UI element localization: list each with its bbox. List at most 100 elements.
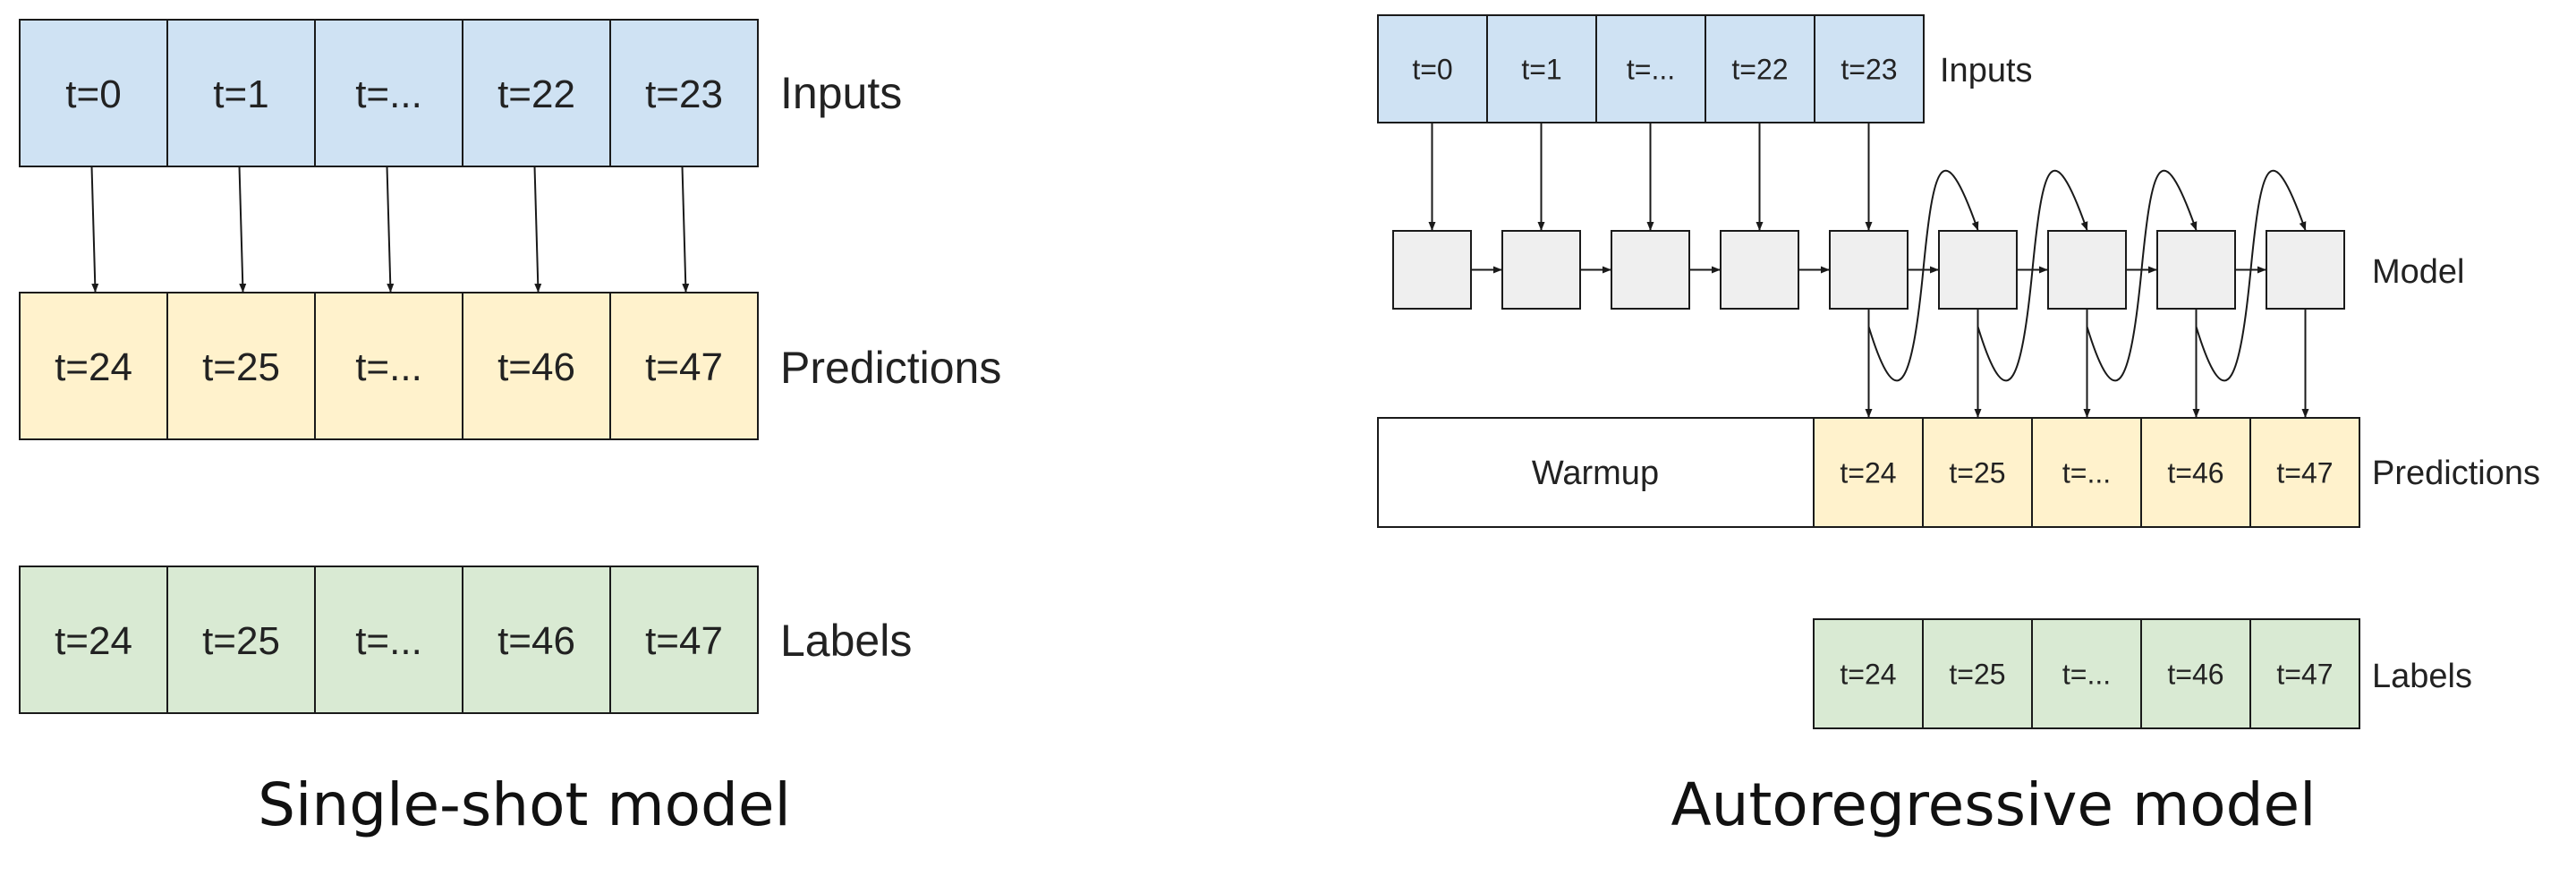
autoregressive-label-cell-text: t=47 — [2276, 659, 2333, 691]
single-shot-diagram: t=0 t=1 t=... t=22 t=23 Inputs t=24 t=25 t=...… — [19, 19, 1001, 839]
model-step-box — [1829, 230, 1909, 310]
autoregressive-labels-label: Labels — [2372, 658, 2472, 695]
feedback-loop-arrow — [2195, 169, 2307, 382]
autoregressive-input-cell — [1814, 14, 1925, 123]
autoregressive-input-cell — [1595, 14, 1706, 123]
autoregressive-prediction-cell-text: t=25 — [1949, 457, 2005, 489]
single-shot-input-cell — [166, 19, 316, 167]
single-shot-caption: Single-shot model — [258, 770, 791, 839]
model-step-box — [2266, 230, 2345, 310]
feedback-loop-arrow — [2086, 169, 2198, 382]
autoregressive-prediction-cell-text: t=... — [2062, 457, 2111, 489]
autoregressive-inputs-row: t=0 t=1 t=... t=22 t=23 — [1377, 14, 1925, 123]
single-shot-inputs-row: t=0 t=1 t=... t=22 t=23 — [19, 19, 759, 167]
model-step-box — [1720, 230, 1799, 310]
single-shot-prediction-cell-text: t=24 — [55, 345, 132, 389]
model-step-box — [2047, 230, 2127, 310]
autoregressive-feedback-loops — [1867, 169, 2307, 382]
model-step-box — [1392, 230, 1472, 310]
single-shot-label-cell-text: t=46 — [497, 619, 575, 663]
autoregressive-predictions-label: Predictions — [2372, 455, 2540, 492]
autoregressive-input-cell-text: t=0 — [1412, 54, 1452, 86]
single-shot-prediction-cell — [166, 292, 316, 440]
single-shot-label-cell-text: t=25 — [202, 619, 280, 663]
autoregressive-prediction-cell — [2140, 417, 2251, 528]
autoregressive-input-cell-text: t=23 — [1841, 54, 1897, 86]
single-shot-prediction-cell — [462, 292, 611, 440]
single-shot-arrow — [238, 166, 247, 293]
autoregressive-output-arrows — [1865, 309, 2309, 418]
single-shot-predictions-row: t=24 t=25 t=... t=46 t=47 — [19, 292, 759, 440]
single-shot-input-cell — [314, 19, 463, 167]
single-shot-prediction-cell-text: t=47 — [645, 345, 723, 389]
autoregressive-input-cell-text: t=1 — [1521, 54, 1561, 86]
single-shot-prediction-cell-text: t=... — [355, 345, 422, 389]
single-shot-prediction-cell — [19, 292, 168, 440]
autoregressive-prediction-cell-text: t=47 — [2276, 457, 2333, 489]
single-shot-label-cell — [314, 566, 463, 714]
single-shot-input-cell-text: t=1 — [213, 72, 268, 116]
model-step-box — [1938, 230, 2018, 310]
single-shot-arrows — [90, 166, 690, 293]
single-shot-prediction-cell-text: t=25 — [202, 345, 280, 389]
single-shot-prediction-cell — [314, 292, 463, 440]
autoregressive-prediction-cell-text: t=46 — [2167, 457, 2223, 489]
autoregressive-label-cell-text: t=46 — [2167, 659, 2223, 691]
model-step-box — [2156, 230, 2236, 310]
autoregressive-labels-row: t=24 t=25 t=... t=46 t=47 — [1813, 618, 2360, 729]
autoregressive-prediction-cell-text: t=24 — [1840, 457, 1896, 489]
feedback-loop-arrow — [1867, 169, 1979, 382]
model-step-box — [1501, 230, 1581, 310]
autoregressive-inputs-label: Inputs — [1940, 52, 2033, 89]
autoregressive-label-cell — [2140, 618, 2251, 729]
single-shot-arrow — [533, 166, 542, 293]
warmup-label: Warmup — [1532, 455, 1659, 492]
autoregressive-model-label: Model — [2372, 253, 2465, 291]
single-shot-input-cell — [462, 19, 611, 167]
single-shot-prediction-cell-text: t=46 — [497, 345, 575, 389]
autoregressive-label-cell-text: t=24 — [1840, 659, 1896, 691]
autoregressive-prediction-cell — [2031, 417, 2142, 528]
autoregressive-label-cell — [1922, 618, 2033, 729]
autoregressive-label-cell-text: t=25 — [1949, 659, 2005, 691]
autoregressive-predictions-row: Warmup t=24 t=25 t=... t=46 t=47 — [1377, 417, 2360, 528]
autoregressive-input-cell — [1377, 14, 1488, 123]
autoregressive-label-cell-text: t=... — [2062, 659, 2111, 691]
single-shot-label-cell — [462, 566, 611, 714]
autoregressive-input-cell — [1486, 14, 1597, 123]
single-shot-input-cell — [609, 19, 759, 167]
single-shot-prediction-cell — [609, 292, 759, 440]
single-shot-arrow — [681, 166, 690, 293]
single-shot-predictions-label: Predictions — [780, 343, 1001, 393]
autoregressive-input-cell-text: t=22 — [1731, 54, 1788, 86]
single-shot-input-cell-text: t=... — [355, 72, 422, 116]
autoregressive-input-cell — [1705, 14, 1815, 123]
warmup-cell — [1377, 417, 1815, 528]
single-shot-label-cell-text: t=47 — [645, 619, 723, 663]
single-shot-label-cell-text: t=... — [355, 619, 422, 663]
autoregressive-prediction-cell — [1813, 417, 1924, 528]
single-shot-input-cell — [19, 19, 168, 167]
single-shot-labels-row: t=24 t=25 t=... t=46 t=47 — [19, 566, 759, 714]
autoregressive-label-cell — [1813, 618, 1924, 729]
autoregressive-label-cell — [2031, 618, 2142, 729]
single-shot-label-cell — [609, 566, 759, 714]
autoregressive-caption: Autoregressive model — [1671, 770, 2317, 839]
autoregressive-input-arrows — [1428, 123, 1873, 231]
single-shot-labels-label: Labels — [780, 616, 912, 666]
single-shot-input-cell-text: t=23 — [645, 72, 723, 116]
autoregressive-diagram: t=0 t=1 t=... t=22 t=23 Inputs Model Warmup … — [1377, 14, 2540, 839]
autoregressive-label-cell — [2249, 618, 2360, 729]
single-shot-arrow — [386, 166, 395, 293]
single-shot-arrow — [90, 166, 99, 293]
autoregressive-input-cell-text: t=... — [1627, 54, 1675, 86]
feedback-loop-arrow — [1977, 169, 2088, 382]
single-shot-inputs-label: Inputs — [780, 68, 902, 118]
single-shot-label-cell-text: t=24 — [55, 619, 132, 663]
autoregressive-prediction-cell — [1922, 417, 2033, 528]
single-shot-input-cell-text: t=22 — [497, 72, 575, 116]
single-shot-label-cell — [166, 566, 316, 714]
single-shot-input-cell-text: t=0 — [65, 72, 121, 116]
autoregressive-prediction-cell — [2249, 417, 2360, 528]
